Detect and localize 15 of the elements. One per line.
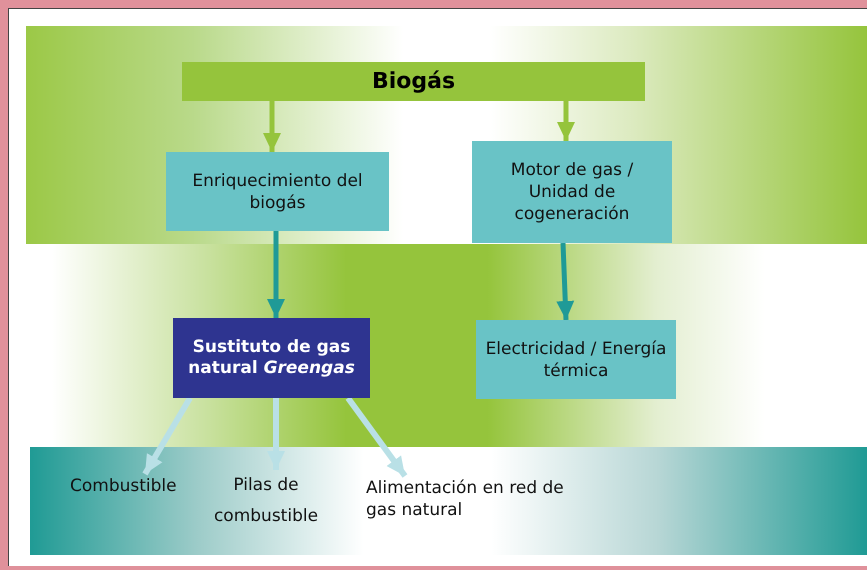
arrow (267, 231, 285, 318)
arrow (267, 398, 285, 470)
arrow (557, 101, 575, 141)
process-box: Enriquecimiento del biogás (166, 152, 389, 231)
arrow (346, 396, 408, 478)
process-box: Motor de gas / Unidad de cogeneración (472, 141, 672, 243)
highlight-box: Sustituto de gas natural Greengas (173, 318, 370, 398)
output-label: Alimentación en red de gas natural (366, 476, 566, 522)
arrow (263, 101, 281, 152)
title-bar: Biogás (182, 62, 645, 101)
arrow (142, 396, 193, 476)
process-box: Electricidad / Energía térmica (476, 320, 676, 399)
output-label: Combustible (70, 474, 202, 498)
output-label: Pilas de combustible (205, 470, 327, 532)
arrow (556, 242, 574, 320)
